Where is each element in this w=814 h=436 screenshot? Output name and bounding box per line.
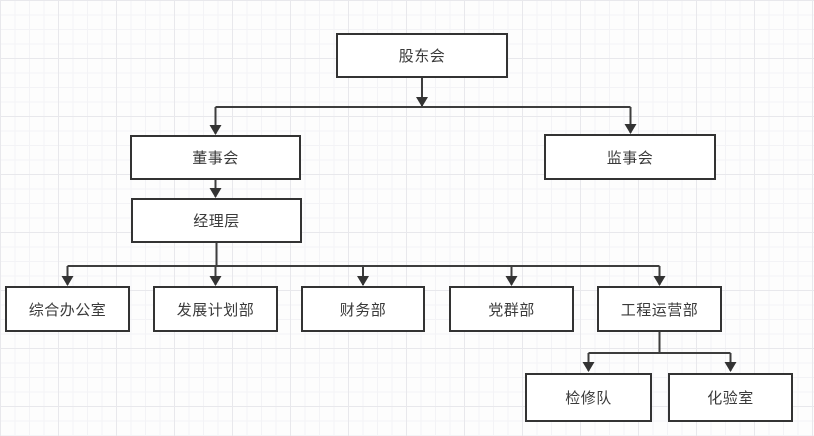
org-node-general-office[interactable]: 综合办公室 — [5, 286, 130, 332]
org-node-development-planning-dept[interactable]: 发展计划部 — [153, 286, 278, 332]
org-node-maintenance-team[interactable]: 检修队 — [525, 373, 652, 422]
org-node-board-of-directors[interactable]: 董事会 — [130, 135, 301, 180]
org-node-management-level[interactable]: 经理层 — [131, 198, 302, 243]
org-node-laboratory[interactable]: 化验室 — [668, 373, 793, 422]
org-node-shareholders-meeting[interactable]: 股东会 — [336, 33, 508, 78]
org-node-supervisory-board[interactable]: 监事会 — [544, 134, 716, 180]
org-node-engineering-operations-dept[interactable]: 工程运营部 — [597, 286, 722, 332]
org-node-party-masses-dept[interactable]: 党群部 — [449, 286, 574, 332]
org-node-finance-dept[interactable]: 财务部 — [301, 286, 425, 332]
